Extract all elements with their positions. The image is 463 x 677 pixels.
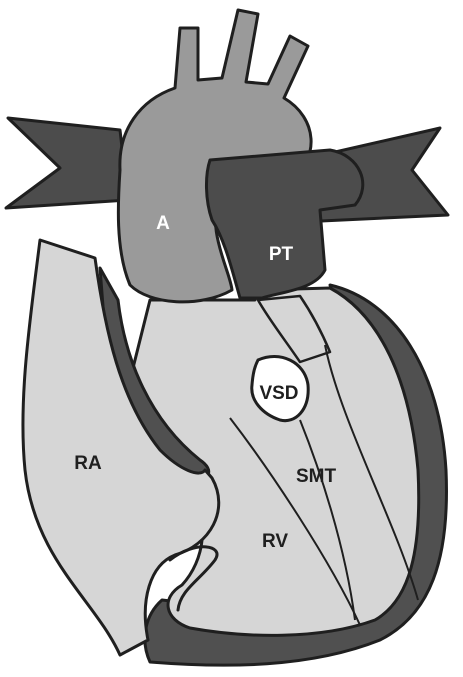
label-smt: SMT	[296, 466, 337, 487]
label-right-atrium: RA	[74, 453, 102, 474]
label-aorta: A	[156, 213, 170, 234]
label-pulmonary-trunk: PT	[269, 244, 294, 265]
label-vsd: VSD	[259, 383, 298, 404]
label-right-ventricle: RV	[262, 531, 288, 552]
left-pulmonary-artery	[6, 118, 128, 208]
